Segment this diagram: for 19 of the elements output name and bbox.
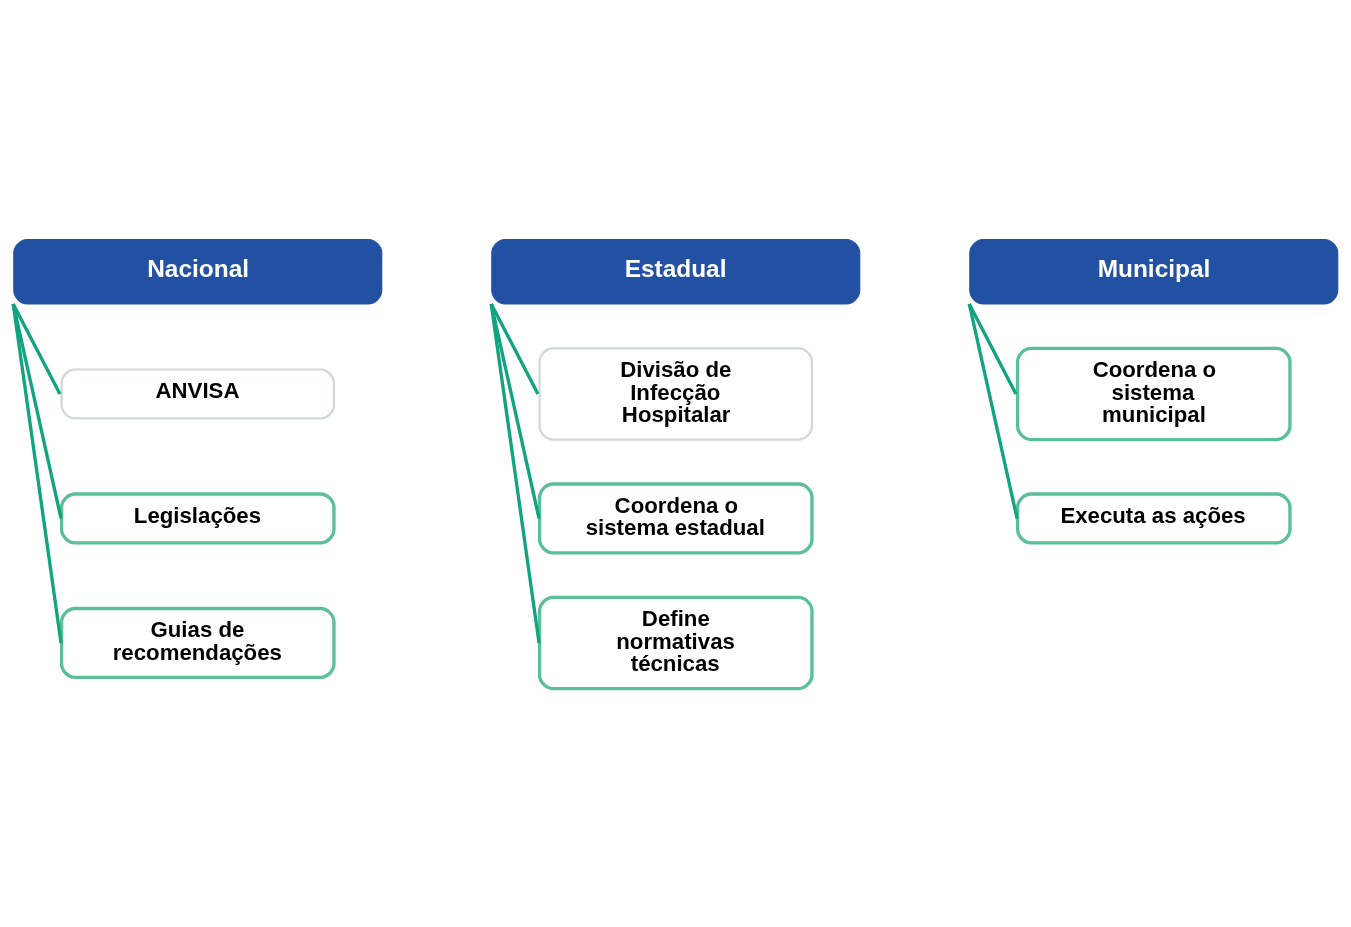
node-box: Estadual bbox=[491, 238, 861, 304]
connector bbox=[967, 302, 1018, 395]
connector bbox=[489, 303, 541, 643]
connector bbox=[11, 303, 63, 643]
node-box: Divisão de Infecção Hospitalar bbox=[538, 346, 814, 441]
node-box: ANVISA bbox=[60, 367, 336, 420]
connector bbox=[489, 302, 540, 395]
connector bbox=[489, 303, 541, 519]
node-box: Executa as ações bbox=[1015, 491, 1292, 545]
node-box: Define normativas técnicas bbox=[537, 595, 814, 690]
node-box: Coordena o sistema estadual bbox=[537, 481, 814, 555]
node-box: Coordena o sistema municipal bbox=[1015, 346, 1292, 441]
connector bbox=[967, 303, 1019, 519]
node-box: Nacional bbox=[13, 238, 383, 304]
node-box: Guias de recomendações bbox=[59, 606, 336, 679]
connector bbox=[11, 302, 62, 395]
connector bbox=[11, 303, 63, 519]
node-box: Municipal bbox=[969, 238, 1339, 304]
node-box: Legislações bbox=[59, 491, 336, 545]
